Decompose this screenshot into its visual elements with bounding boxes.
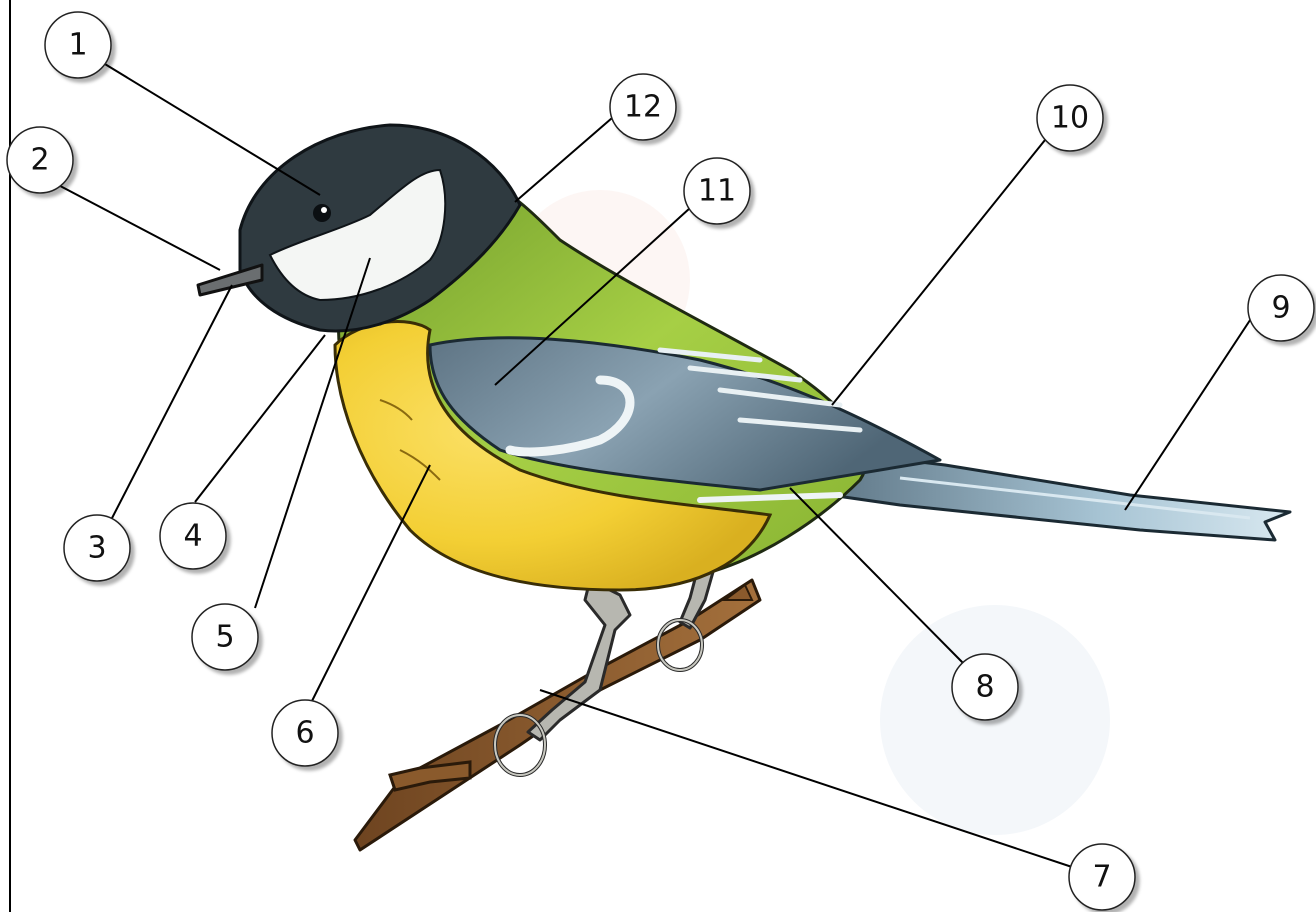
leader-4 [195,335,325,502]
legs [495,560,715,775]
leader-9 [1125,308,1258,510]
callout-label-3: 3 [87,531,106,566]
callout-label-9: 9 [1271,291,1290,326]
callout-label-1: 1 [68,28,87,63]
leader-3 [110,285,232,522]
callout-label-7: 7 [1092,860,1111,895]
leader-8 [790,488,965,665]
callout-label-5: 5 [215,620,234,655]
callout-label-4: 4 [183,519,202,554]
leader-10 [832,140,1045,405]
callout-label-10: 10 [1051,101,1089,136]
callout-label-12: 12 [624,90,662,125]
leader-1 [95,58,320,195]
leader-6 [310,465,430,705]
callout-label-8: 8 [975,670,994,705]
leader-2 [45,178,220,270]
leader-12 [515,118,612,202]
callout-label-6: 6 [295,716,314,751]
callout-label-2: 2 [30,143,49,178]
callout-label-11: 11 [698,174,736,209]
